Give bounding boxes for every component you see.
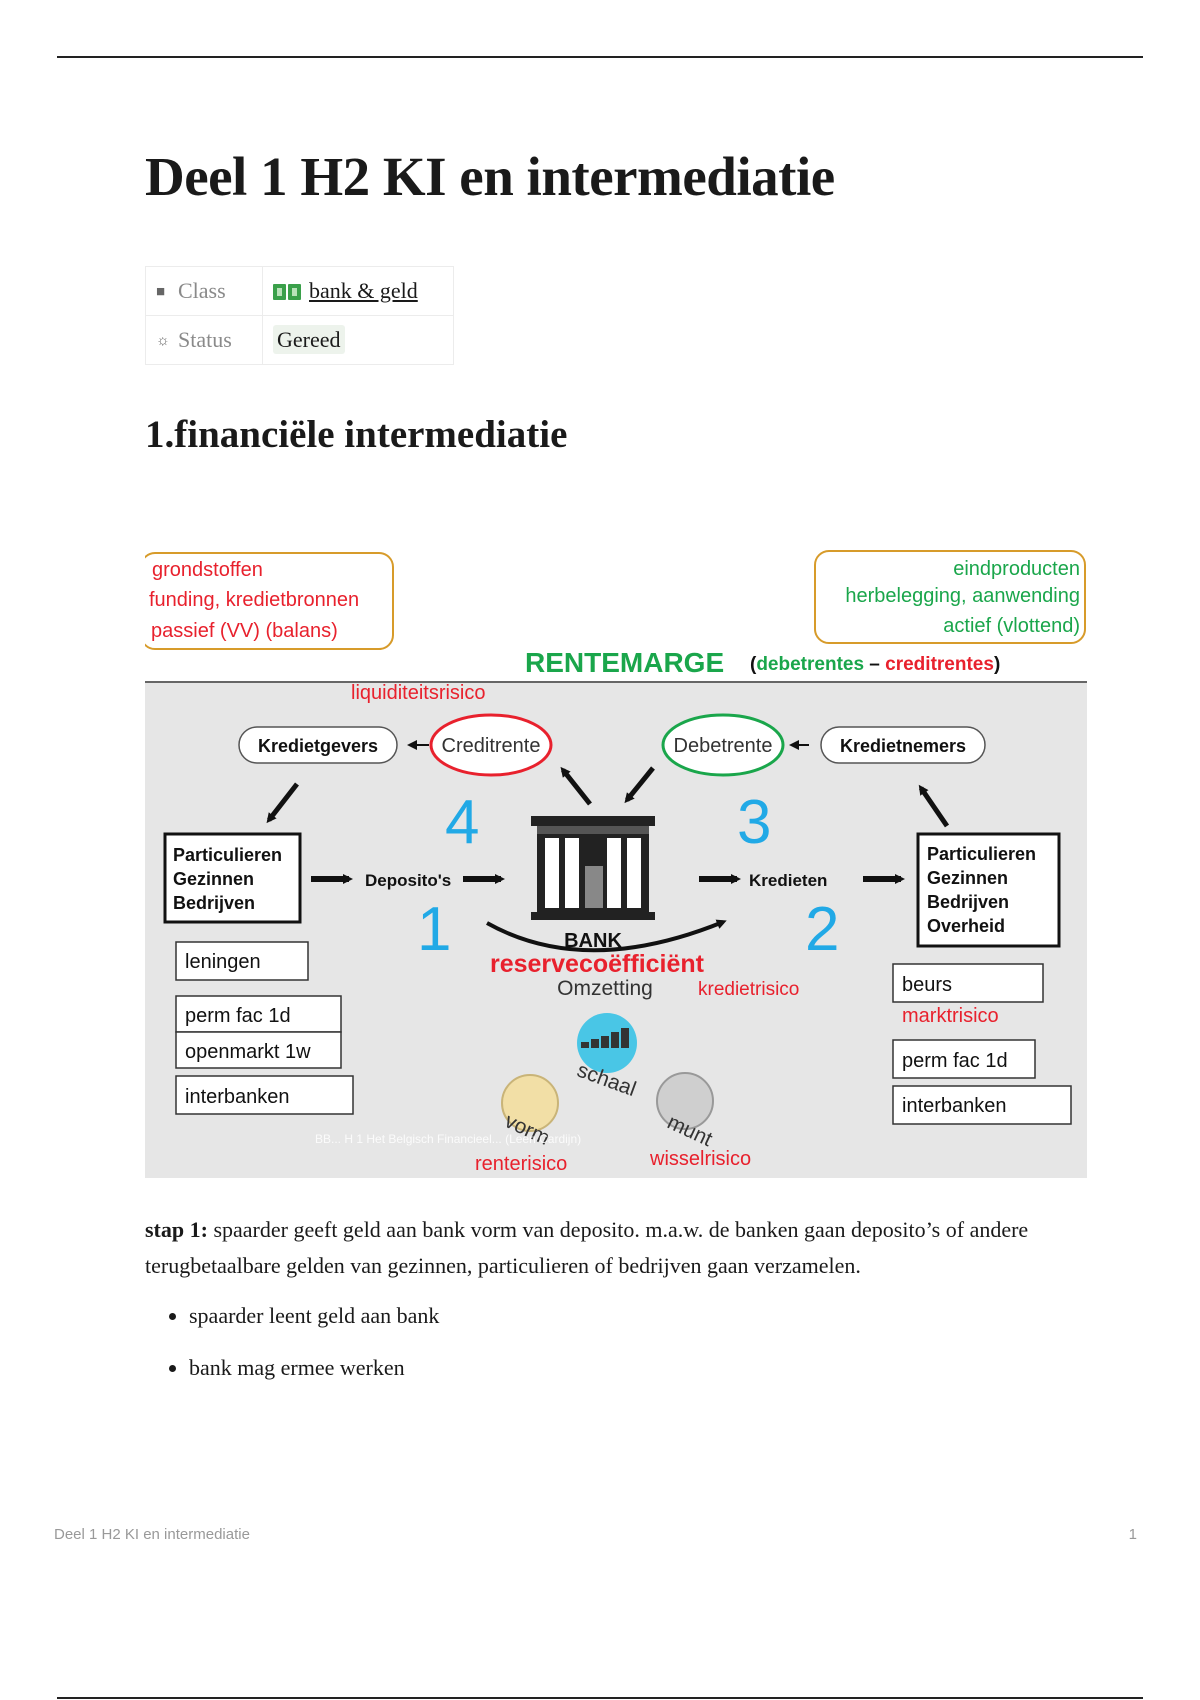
source-watermark: BB... H 1 Het Belgisch Financieel... (Le… <box>315 1132 581 1146</box>
list-item-label: perm fac 1d <box>902 1050 1008 1072</box>
arrow <box>624 766 655 804</box>
kredietgevers-pill <box>238 726 398 764</box>
left-box-line: passief (VV) (balans) <box>151 620 338 642</box>
wisselrisico-label: wisselrisico <box>649 1148 751 1170</box>
debetrente-label: Debetrente <box>674 735 773 757</box>
left-box-line: funding, kredietbronnen <box>149 589 359 611</box>
status-badge: Gereed <box>273 325 345 354</box>
step-number-2: 2 <box>805 895 839 964</box>
arrow <box>560 766 592 806</box>
property-value-class[interactable]: bank & geld <box>262 266 454 316</box>
list-item <box>175 941 309 981</box>
bank-label: BANK <box>564 930 622 952</box>
right-group-box <box>916 832 1061 948</box>
kredietrisico-label: kredietrisico <box>698 979 799 1000</box>
bullet-list: spaarder leent geld aan bank bank mag er… <box>145 1298 439 1402</box>
list-item <box>175 1031 342 1069</box>
property-key: ■Class <box>145 266 263 316</box>
step-text: spaarder geeft geld aan bank vorm van de… <box>145 1217 1029 1278</box>
rentemarge-title: RENTEMARGE <box>525 647 724 678</box>
right-group-line: Overheid <box>927 916 1005 936</box>
arrow <box>918 784 950 828</box>
properties-table: ■Class bank & geld ☼Status Gereed <box>145 266 454 365</box>
list-item-label: beurs <box>902 974 952 996</box>
currency-coin-icon <box>656 1072 714 1130</box>
right-group-line: Gezinnen <box>927 868 1008 888</box>
kredietnemers-label: Kredietnemers <box>840 736 966 756</box>
list-item <box>892 1085 1072 1125</box>
calendar-coin-icon <box>501 1074 559 1132</box>
right-group-line: Bedrijven <box>927 892 1009 912</box>
book-icon: ■ <box>156 284 166 301</box>
omzetting-label: Omzetting <box>557 977 653 1000</box>
right-box-line: herbelegging, aanwending <box>845 585 1080 607</box>
kredietgevers-label: Kredietgevers <box>258 736 378 756</box>
list-item-label: interbanken <box>185 1086 290 1108</box>
intermediation-diagram: grondstoffen funding, kredietbronnen pas… <box>145 550 1087 1178</box>
list-item-label: leningen <box>185 951 261 973</box>
left-group-line: Bedrijven <box>173 893 255 913</box>
list-item: spaarder leent geld aan bank <box>189 1298 439 1334</box>
kredieten-label: Kredieten <box>749 871 827 890</box>
marktrisico-label: marktrisico <box>902 1005 999 1027</box>
money-icon <box>273 284 301 300</box>
step-number-1: 1 <box>417 895 451 964</box>
step-number-4: 4 <box>445 788 479 857</box>
left-group-line: Particulieren <box>173 845 282 865</box>
page-title: Deel 1 H2 KI en intermediatie <box>145 146 835 207</box>
bottom-rule <box>57 1697 1143 1699</box>
property-row-class: ■Class bank & geld <box>145 266 454 316</box>
right-box-line: actief (vlottend) <box>943 615 1080 637</box>
debetrente-ellipse <box>661 713 785 777</box>
right-info-box <box>814 550 1086 644</box>
omzetting-arrow <box>486 919 727 953</box>
top-rule <box>57 56 1143 58</box>
property-value-status[interactable]: Gereed <box>262 315 454 365</box>
left-group-line: Gezinnen <box>173 869 254 889</box>
right-group-line: Particulieren <box>927 844 1036 864</box>
liquiditeitsrisico-label: liquiditeitsrisico <box>351 682 486 704</box>
page-number: 1 <box>1128 1526 1137 1543</box>
step-label: stap 1: <box>145 1217 208 1242</box>
property-key: ☼Status <box>145 315 263 365</box>
left-info-box <box>145 552 394 650</box>
left-box-line: grondstoffen <box>152 559 263 581</box>
arrow <box>266 782 299 824</box>
list-item-label: openmarkt 1w <box>185 1041 311 1063</box>
list-item <box>175 1075 354 1115</box>
list-item-label: interbanken <box>902 1095 1007 1117</box>
kredietnemers-pill <box>820 726 986 764</box>
section-heading: 1.financiële intermediatie <box>145 413 568 456</box>
list-item: bank mag ermee werken <box>189 1350 439 1386</box>
list-item <box>892 1039 1036 1079</box>
bank-building-icon <box>531 816 655 920</box>
reservecoefficient-label: reservecoëfficiënt <box>490 950 705 978</box>
list-item <box>892 963 1044 1003</box>
creditrente-ellipse <box>429 713 553 777</box>
step-1-paragraph: stap 1: spaarder geeft geld aan bank vor… <box>145 1212 1065 1284</box>
step-number-3: 3 <box>737 788 771 857</box>
spinner-icon: ☼ <box>156 333 170 350</box>
depositos-label: Deposito's <box>365 871 451 890</box>
right-box-line: eindproducten <box>953 558 1080 580</box>
rentemarge-formula: (debetrentes – creditrentes) <box>750 654 1000 675</box>
footer-title: Deel 1 H2 KI en intermediatie <box>54 1526 250 1543</box>
left-group-box <box>163 832 302 924</box>
creditrente-label: Creditrente <box>442 735 541 757</box>
renterisico-label: renterisico <box>475 1153 567 1175</box>
property-row-status: ☼Status Gereed <box>145 315 454 365</box>
list-item <box>175 995 342 1033</box>
list-item-label: perm fac 1d <box>185 1005 291 1027</box>
